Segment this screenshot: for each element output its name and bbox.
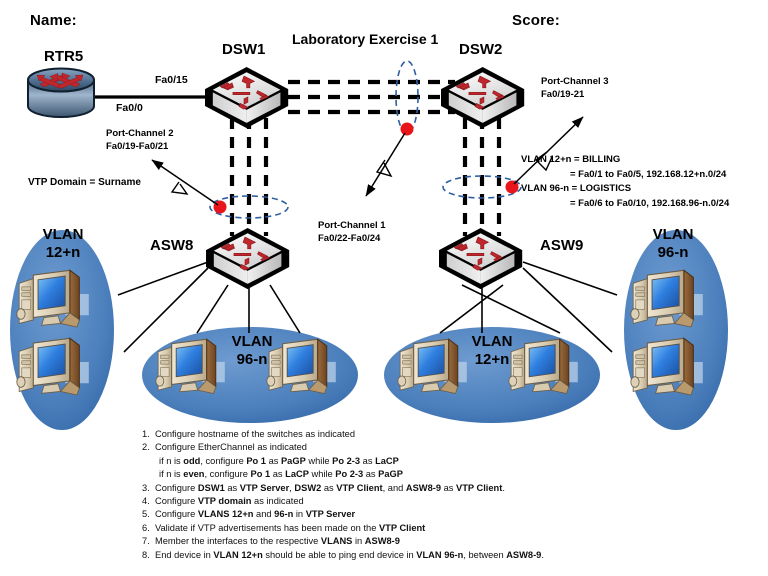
vlan-cloud-label-right: VLAN 96-n xyxy=(632,226,714,262)
vlan-note-line-3: VLAN 96-n = LOGISTICS xyxy=(521,183,632,194)
name-label: Name: xyxy=(30,12,77,29)
links-asw8-endpoints xyxy=(117,261,301,353)
instruction-text: if n is even, configure Po 1 as LaCP whi… xyxy=(159,469,403,480)
portchannel3-bundle-ellipse xyxy=(442,175,522,199)
vlan-cloud-bottom-right-line2: 12+n xyxy=(474,351,510,368)
device-label-dsw2: DSW2 xyxy=(459,41,503,58)
instruction-item: 6. Validate if VTP advertisements has bee… xyxy=(142,522,662,535)
instruction-number: 1. xyxy=(142,429,150,439)
portchannel-2-ports: Fa0/19-Fa0/21 xyxy=(106,141,169,152)
instruction-item: 3. Configure DSW1 as VTP Server, DSW2 as … xyxy=(142,482,662,495)
device-label-dsw1: DSW1 xyxy=(222,41,266,58)
instruction-text: Configure hostname of the switches as in… xyxy=(155,429,355,439)
vlan-cloud-left-line1: VLAN xyxy=(42,226,84,243)
vlan-cloud-right-line1: VLAN xyxy=(652,226,694,243)
portchannel2-bundle-ellipse xyxy=(209,195,289,219)
vtp-domain-note: VTP Domain = Surname xyxy=(28,177,141,188)
callout-portchannel1-kink xyxy=(375,159,393,178)
vlan-cloud-left-line2: 12+n xyxy=(45,244,81,261)
instruction-list: 1. Configure hostname of the switches as … xyxy=(142,428,662,562)
annotation-portchannel-1: Port-Channel 1 Fa0/22-Fa0/24 xyxy=(318,219,386,245)
device-label-asw9: ASW9 xyxy=(540,237,584,254)
vlan-note-line-1: VLAN 12+n = BILLING xyxy=(521,154,621,165)
callout-portchannel3-kink xyxy=(534,151,553,172)
instruction-item: 5. Configure VLANS 12+n and 96-n in VTP S… xyxy=(142,508,662,521)
instruction-text: if n is odd, configure Po 1 as PaGP whil… xyxy=(159,455,399,466)
vlan-cloud-label-left: VLAN 12+n xyxy=(22,226,104,262)
device-label-rtr5: RTR5 xyxy=(44,48,84,65)
instruction-text: Configure DSW1 as VTP Server, DSW2 as VT… xyxy=(155,482,505,493)
instruction-text: End device in VLAN 12+n should be able t… xyxy=(155,549,544,560)
callout-portchannel2 xyxy=(151,159,219,206)
vlan-note-line-4: = Fa0/6 to Fa0/10, 192.168.96-n.0/24 xyxy=(570,197,730,209)
instruction-item: 4. Configure VTP domain as indicated xyxy=(142,495,662,508)
portchannel1-bundle-ellipse xyxy=(395,60,419,134)
callout-portchannel2-kink xyxy=(170,181,189,195)
callout-portchannel3 xyxy=(513,116,584,185)
instruction-item: 7. Member the interfaces to the respectiv… xyxy=(142,535,662,548)
instruction-item: 1. Configure hostname of the switches as … xyxy=(142,428,662,441)
portchannel-3-title: Port-Channel 3 xyxy=(541,76,609,87)
score-label: Score: xyxy=(512,12,560,29)
vlan-cloud-bottom-left-line1: VLAN xyxy=(231,333,273,350)
links-asw9-endpoints xyxy=(439,261,618,353)
device-label-asw8: ASW8 xyxy=(150,237,194,254)
vlan-cloud-right-line2: 96-n xyxy=(657,244,689,261)
instruction-text: Configure VLANS 12+n and 96-n in VTP Ser… xyxy=(155,509,356,520)
instruction-text: Member the interfaces to the respective … xyxy=(155,536,400,547)
vlan-definition-notes: VLAN 12+n = BILLING = Fa0/1 to Fa0/5, 19… xyxy=(521,153,729,211)
vlan-cloud-label-bottom-left: VLAN 96-n xyxy=(216,333,288,369)
instruction-number: 6. xyxy=(142,522,150,533)
instruction-text: Configure EtherChannel as indicated xyxy=(155,442,307,453)
instruction-text: Validate if VTP advertisements has been … xyxy=(155,522,426,533)
router-icon-rtr5 xyxy=(27,67,95,118)
annotation-portchannel-2: Port-Channel 2 Fa0/19-Fa0/21 xyxy=(106,127,174,153)
instruction-number: 2. xyxy=(142,442,150,453)
vlan-note-line-2: = Fa0/1 to Fa0/5, 192.168.12+n.0/24 xyxy=(570,168,727,180)
vlan-cloud-bottom-left-line2: 96-n xyxy=(236,351,268,368)
switch-icon-dsw2 xyxy=(440,66,525,129)
vlan-cloud-bottom-right-line1: VLAN xyxy=(471,333,513,350)
interface-label-fa0-15: Fa0/15 xyxy=(155,74,188,86)
vlan-cloud-label-bottom-right: VLAN 12+n xyxy=(456,333,528,369)
instruction-number: 3. xyxy=(142,482,150,493)
portchannel-1-title: Port-Channel 1 xyxy=(318,220,386,231)
instruction-text: Configure VTP domain as indicated xyxy=(155,496,304,507)
page-title: Laboratory Exercise 1 xyxy=(292,31,439,47)
marker-dot-portchannel1 xyxy=(400,122,414,136)
switch-icon-asw9 xyxy=(438,227,523,290)
instruction-number: 4. xyxy=(142,496,150,507)
instruction-item: 2. Configure EtherChannel as indicated xyxy=(142,441,662,454)
instruction-item: if n is odd, configure Po 1 as PaGP whil… xyxy=(142,455,662,468)
instruction-item: if n is even, configure Po 1 as LaCP whi… xyxy=(142,468,662,481)
instruction-number: 8. xyxy=(142,549,150,560)
annotation-portchannel-3: Port-Channel 3 Fa0/19-21 xyxy=(541,75,609,101)
portchannel-1-ports: Fa0/22-Fa0/24 xyxy=(318,233,381,244)
switch-icon-asw8 xyxy=(205,227,290,290)
instruction-number: 5. xyxy=(142,509,150,520)
instruction-number: 7. xyxy=(142,536,150,547)
instruction-item: 8. End device in VLAN 12+n should be able… xyxy=(142,549,662,562)
portchannel-2-title: Port-Channel 2 xyxy=(106,128,174,139)
portchannel-3-ports: Fa0/19-21 xyxy=(541,89,585,100)
interface-label-fa0-0: Fa0/0 xyxy=(116,102,143,114)
link-dsw1-dsw2-portchannel1 xyxy=(288,79,455,115)
switch-icon-dsw1 xyxy=(204,66,289,129)
